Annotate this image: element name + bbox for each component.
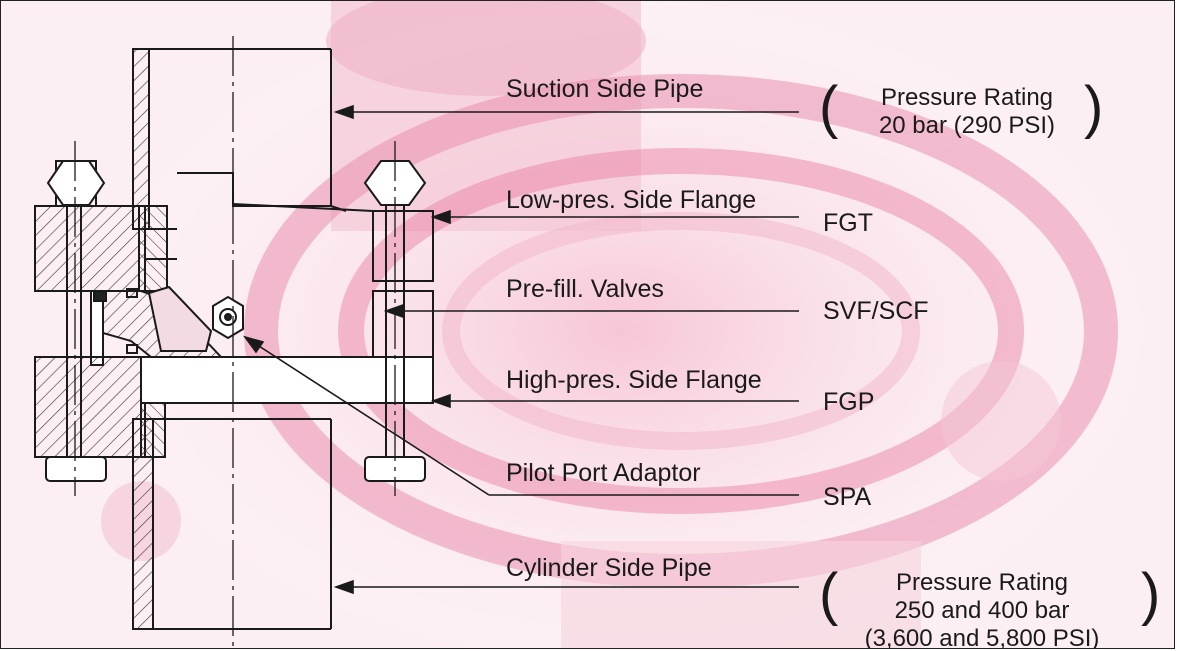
label-pilot-port-adaptor: Pilot Port Adaptor bbox=[506, 459, 701, 487]
code-spa: SPA bbox=[823, 483, 872, 511]
label-low-pressure-side-flange: Low-pres. Side Flange bbox=[506, 186, 757, 214]
label-prefill-valves: Pre-fill. Valves bbox=[506, 275, 664, 303]
code-fgp: FGP bbox=[823, 388, 875, 416]
pressure-rating-suction-value: 20 bar (290 PSI) bbox=[878, 112, 1056, 139]
code-svf-scf: SVF/SCF bbox=[823, 297, 929, 325]
pressure-rating-cylinder-psi: (3,600 and 5,800 PSI) bbox=[864, 625, 1100, 649]
pressure-rating-cylinder: Pressure Rating 250 and 400 bar (3,600 a… bbox=[843, 569, 1121, 649]
paren-open-suction: ( bbox=[819, 75, 839, 140]
code-fgt: FGT bbox=[823, 209, 873, 237]
paren-close-cylinder: ) bbox=[1141, 562, 1161, 627]
pressure-rating-suction: Pressure Rating 20 bar (290 PSI) bbox=[851, 84, 1083, 140]
pressure-rating-cylinder-title: Pressure Rating bbox=[895, 569, 1069, 596]
label-cylinder-side-pipe: Cylinder Side Pipe bbox=[506, 554, 712, 582]
pressure-rating-cylinder-bar: 250 and 400 bar bbox=[894, 597, 1070, 624]
paren-close-suction: ) bbox=[1084, 75, 1104, 140]
pressure-rating-suction-title: Pressure Rating bbox=[880, 84, 1054, 111]
paren-open-cylinder: ( bbox=[819, 562, 839, 627]
label-high-pressure-side-flange: High-pres. Side Flange bbox=[506, 366, 762, 394]
label-suction-side-pipe: Suction Side Pipe bbox=[506, 75, 704, 103]
